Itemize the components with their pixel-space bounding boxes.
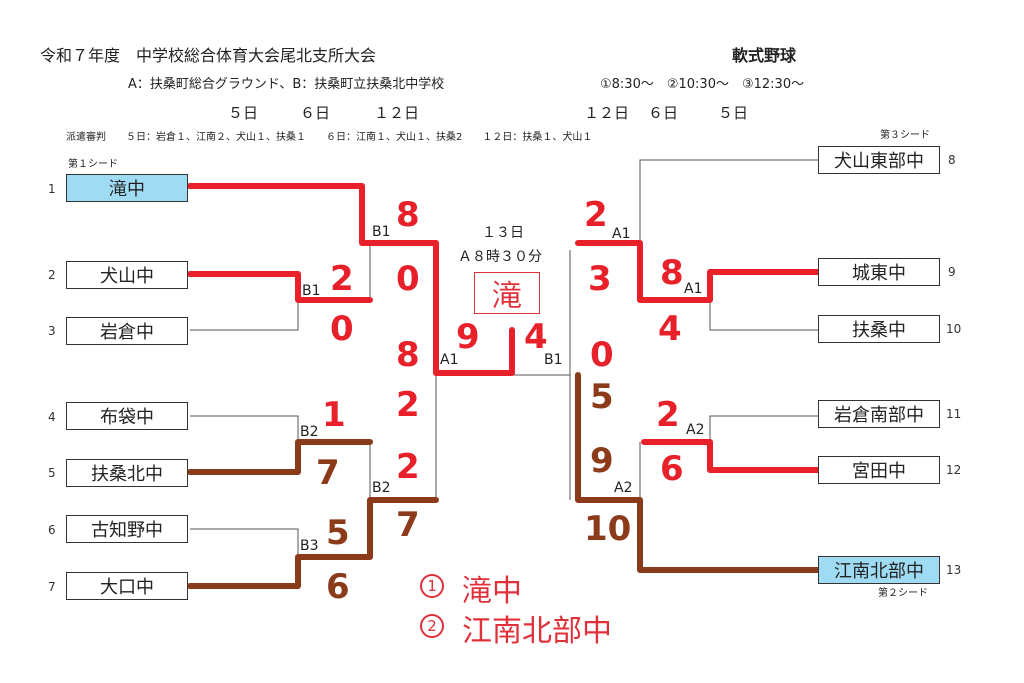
winner-stamp: 滝 bbox=[474, 272, 540, 314]
score: 5 bbox=[590, 377, 614, 417]
venue-label: B1 bbox=[544, 352, 563, 368]
seed-label-second: 第２シード bbox=[878, 588, 928, 599]
team-box-joto: 城東中 bbox=[818, 258, 940, 286]
venue-label: B3 bbox=[300, 538, 319, 554]
day-label-right-3: ５日 bbox=[718, 104, 749, 122]
venue-label: B2 bbox=[300, 424, 319, 440]
score: 0 bbox=[590, 335, 614, 375]
team-number: 3 bbox=[48, 324, 56, 338]
score: 2 bbox=[584, 195, 608, 235]
score: 2 bbox=[330, 259, 354, 299]
sport-title: 軟式野球 bbox=[732, 46, 797, 65]
venue-label: B2 bbox=[372, 480, 391, 496]
score: 2 bbox=[396, 447, 420, 487]
seed-label-third: 第３シード bbox=[880, 130, 930, 141]
venue-label: A1 bbox=[612, 226, 631, 242]
score: 1 bbox=[322, 395, 346, 435]
team-box-hotei: 布袋中 bbox=[66, 402, 188, 430]
venue-label: A1 bbox=[684, 281, 703, 297]
venue-label: B1 bbox=[302, 283, 321, 299]
page-title: 令和７年度 中学校総合体育大会尾北支所大会 bbox=[40, 46, 377, 65]
score: 2 bbox=[656, 395, 680, 435]
score: 0 bbox=[330, 309, 354, 349]
score: 8 bbox=[396, 195, 420, 235]
score: 9 bbox=[590, 441, 614, 481]
venue-label: A1 bbox=[440, 352, 459, 368]
seed-label-first: 第１シード bbox=[68, 159, 118, 170]
venue-label: B1 bbox=[372, 224, 391, 240]
second-place-mark: 2 bbox=[420, 614, 444, 638]
team-number: 10 bbox=[946, 322, 962, 336]
day-label-left-3: １２日 bbox=[374, 104, 420, 122]
team-number: 1 bbox=[48, 182, 56, 196]
team-box-oguchi: 大口中 bbox=[66, 572, 188, 600]
time-info: ①8:30～ ②10:30～ ③12:30～ bbox=[600, 77, 805, 92]
team-number: 7 bbox=[48, 580, 56, 594]
score: 2 bbox=[396, 385, 420, 425]
venue-label: A2 bbox=[614, 480, 633, 496]
team-box-inuyamatobu: 犬山東部中 bbox=[818, 146, 940, 174]
venue-info: A：扶桑町総合グラウンド、B：扶桑町立扶桑北中学校 bbox=[128, 77, 445, 92]
score: 8 bbox=[660, 253, 684, 293]
team-box-iwakuranambu: 岩倉南部中 bbox=[818, 400, 940, 428]
team-number: 13 bbox=[946, 563, 962, 577]
team-number: 12 bbox=[946, 463, 962, 477]
team-number: 2 bbox=[48, 268, 56, 282]
score: 10 bbox=[584, 509, 632, 549]
day-label-right-2: ６日 bbox=[648, 104, 679, 122]
team-box-miyata: 宮田中 bbox=[818, 456, 940, 484]
team-box-inuyama: 犬山中 bbox=[66, 261, 188, 289]
referee-info: 派遣審判 ５日：岩倉１、江南２、犬山１、扶桑１ ６日：江南１、犬山１、扶桑2 １… bbox=[66, 132, 593, 143]
score: 6 bbox=[326, 567, 350, 607]
day-label-right-1: １２日 bbox=[584, 104, 630, 122]
team-box-konanhokubu: 江南北部中 bbox=[818, 556, 940, 584]
score: 0 bbox=[396, 259, 420, 299]
score: 7 bbox=[396, 505, 420, 545]
team-box-fusokita: 扶桑北中 bbox=[66, 459, 188, 487]
team-number: 5 bbox=[48, 466, 56, 480]
team-number: 9 bbox=[948, 265, 956, 279]
team-box-kochino: 古知野中 bbox=[66, 515, 188, 543]
second-place-team: 江南北部中 bbox=[462, 614, 612, 649]
team-box-taki: 滝中 bbox=[66, 174, 188, 202]
final-day: １３日 bbox=[482, 225, 524, 241]
score: 7 bbox=[316, 453, 340, 493]
first-place-team: 滝中 bbox=[462, 574, 522, 609]
team-number: 8 bbox=[948, 153, 956, 167]
team-number: 6 bbox=[48, 523, 56, 537]
team-number: 4 bbox=[48, 410, 56, 424]
score: 8 bbox=[396, 335, 420, 375]
score: 6 bbox=[660, 449, 684, 489]
score: 4 bbox=[524, 317, 548, 357]
team-box-fuso: 扶桑中 bbox=[818, 315, 940, 343]
venue-label: A2 bbox=[686, 422, 705, 438]
score: 9 bbox=[456, 317, 480, 357]
day-label-left-1: ５日 bbox=[228, 104, 259, 122]
first-place-mark: 1 bbox=[420, 574, 444, 598]
day-label-left-2: ６日 bbox=[300, 104, 331, 122]
team-number: 11 bbox=[946, 407, 962, 421]
score: 3 bbox=[588, 259, 612, 299]
team-box-iwakura: 岩倉中 bbox=[66, 317, 188, 345]
score: 5 bbox=[326, 513, 350, 553]
score: 4 bbox=[658, 309, 682, 349]
final-time: Ａ８時３０分 bbox=[458, 249, 542, 265]
